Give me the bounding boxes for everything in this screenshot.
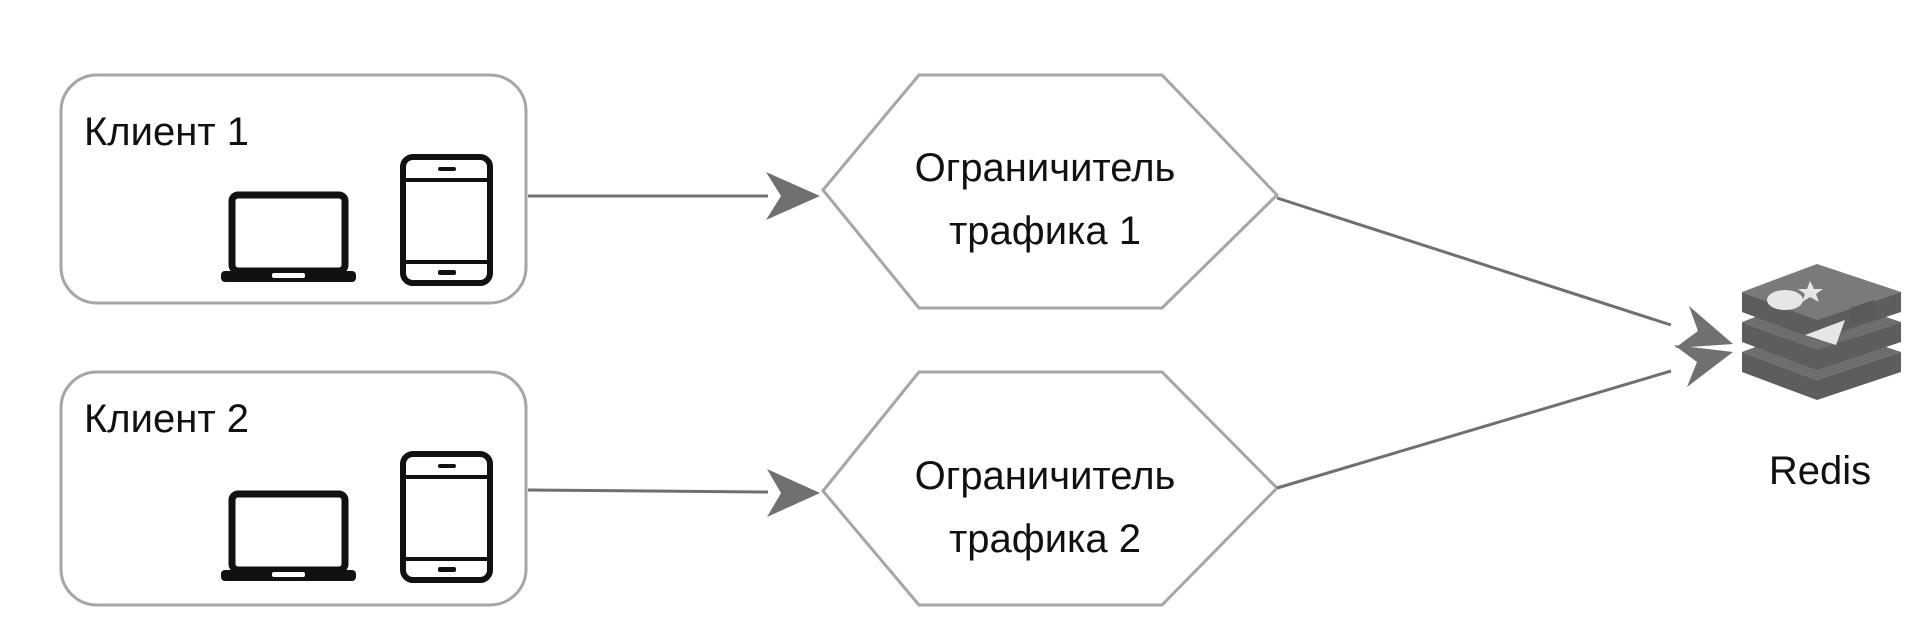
client-2-box[interactable]: Клиент 2 <box>59 370 528 607</box>
arrow-client2-to-limiter2 <box>527 469 820 517</box>
client-1-box[interactable]: Клиент 1 <box>59 73 528 305</box>
arrow-limiter1-to-redis <box>1276 196 1733 348</box>
arrow-client1-to-limiter1 <box>528 172 820 220</box>
smartphone-icon <box>400 451 493 583</box>
laptop-icon <box>221 490 356 581</box>
client-1-label: Клиент 1 <box>84 110 249 154</box>
smartphone-icon <box>400 154 493 286</box>
arrow-limiter2-to-redis <box>1276 345 1733 490</box>
rate-limiter-2-node[interactable]: Ограничитель трафика 2 <box>821 370 1280 607</box>
client-2-label: Клиент 2 <box>84 397 249 441</box>
rate-limiter-1-label-line2: трафика 1 <box>949 209 1141 253</box>
laptop-icon <box>221 191 356 282</box>
redis-stack-icon <box>1742 264 1901 400</box>
rate-limiter-2-label-line2: трафика 2 <box>949 517 1141 561</box>
redis-label: Redis <box>1769 449 1871 493</box>
rate-limiter-1-node[interactable]: Ограничитель трафика 1 <box>821 73 1280 310</box>
rate-limiter-1-label-line1: Ограничитель <box>915 146 1176 190</box>
rate-limiter-2-label-line1: Ограничитель <box>915 454 1176 498</box>
